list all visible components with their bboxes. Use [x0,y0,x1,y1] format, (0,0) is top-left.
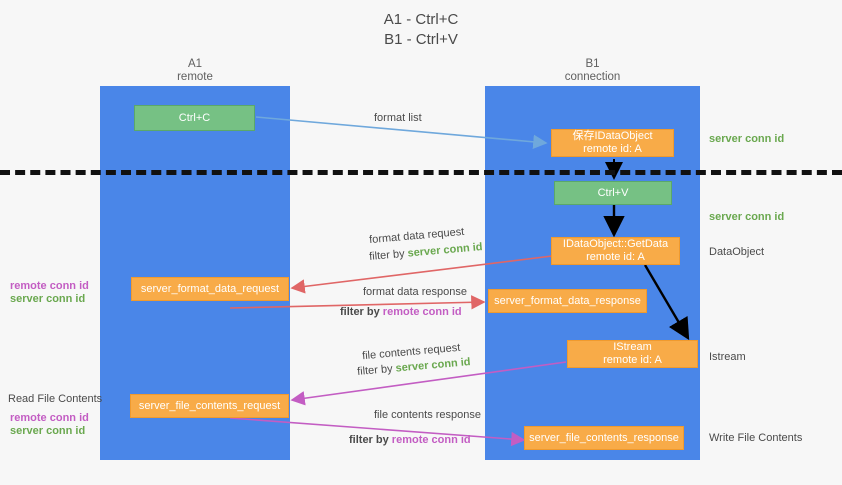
side-label-read-file-contents: Read File Contents [8,393,103,405]
box-istream[interactable]: IStream remote id: A [567,340,698,368]
label-file-contents-response: file contents response [374,409,482,421]
label-format-list: format list [374,112,422,124]
lane-header-b1: B1 connection [485,58,700,84]
filter-by-text-4: filter by [349,434,392,446]
box-server-format-data-request[interactable]: server_format_data_request [131,277,289,301]
box-ctrl-v-label: Ctrl+V [597,186,629,199]
box-ctrl-c-label: Ctrl+C [178,111,211,124]
label-format-data-response-filter: filter by remote conn id [340,305,462,319]
box-server-file-contents-response-label: server_file_contents_response [529,431,679,444]
page-title: A1 - Ctrl+C B1 - Ctrl+V [0,10,842,50]
side-label-dataobject: DataObject [709,246,765,258]
lane-b1-name: B1 [585,58,600,70]
label-format-data-response: format data response [363,286,467,298]
lane-a1-name: A1 [187,58,203,70]
label-file-contents-response-filter: filter by remote conn id [349,433,471,447]
lane-b1-sub: connection [564,71,621,83]
side-label-server-conn-id-bottom: server conn id [10,425,86,437]
box-istream-line2: remote id: A [603,354,662,366]
side-label-istream: Istream [709,351,746,363]
side-label-remote-conn-id-bottom: remote conn id [10,412,89,424]
filter-by-text-1: filter by [368,247,409,263]
lane-a1-sub: remote [177,71,213,83]
box-server-file-contents-request[interactable]: server_file_contents_request [130,394,289,418]
box-getdata-line2: remote id: A [586,251,645,263]
box-server-format-data-request-label: server_format_data_request [140,282,280,295]
box-server-format-data-response[interactable]: server_format_data_response [488,289,647,313]
side-label-server-conn-id-top: server conn id [709,133,785,145]
box-idataobject-getdata[interactable]: IDataObject::GetData remote id: A [551,237,680,265]
box-save-idataobject[interactable]: 保存IDataObject remote id: A [551,129,674,157]
box-server-file-contents-request-label: server_file_contents_request [138,399,281,412]
box-istream-line1: IStream [613,341,652,353]
filter-by-text-2: filter by [340,306,383,318]
box-getdata-line1: IDataObject::GetData [562,238,669,250]
title-line-1: A1 - Ctrl+C [383,11,459,28]
lane-header-a1: A1 remote [100,58,290,84]
box-save-idataobject-line2: remote id: A [583,143,642,155]
filter-by-text-3: filter by [356,362,397,378]
box-server-format-data-response-label: server_format_data_response [494,294,641,307]
side-label-remote-conn-id-mid: remote conn id [10,280,89,292]
box-ctrl-v[interactable]: Ctrl+V [554,181,672,205]
box-ctrl-c[interactable]: Ctrl+C [134,105,255,131]
remote-conn-id-text-4: remote conn id [391,434,471,446]
server-conn-id-text-1: server conn id [407,241,484,260]
side-label-server-conn-id-mid: server conn id [709,211,785,223]
remote-conn-id-text-2: remote conn id [382,306,462,318]
side-label-write-file-contents: Write File Contents [709,432,803,444]
box-server-file-contents-response[interactable]: server_file_contents_response [524,426,684,450]
box-save-idataobject-line1: 保存IDataObject [572,130,653,142]
side-label-server-conn-id-left-mid: server conn id [10,293,86,305]
dashed-divider [0,170,842,175]
title-line-2: B1 - Ctrl+V [384,31,458,48]
